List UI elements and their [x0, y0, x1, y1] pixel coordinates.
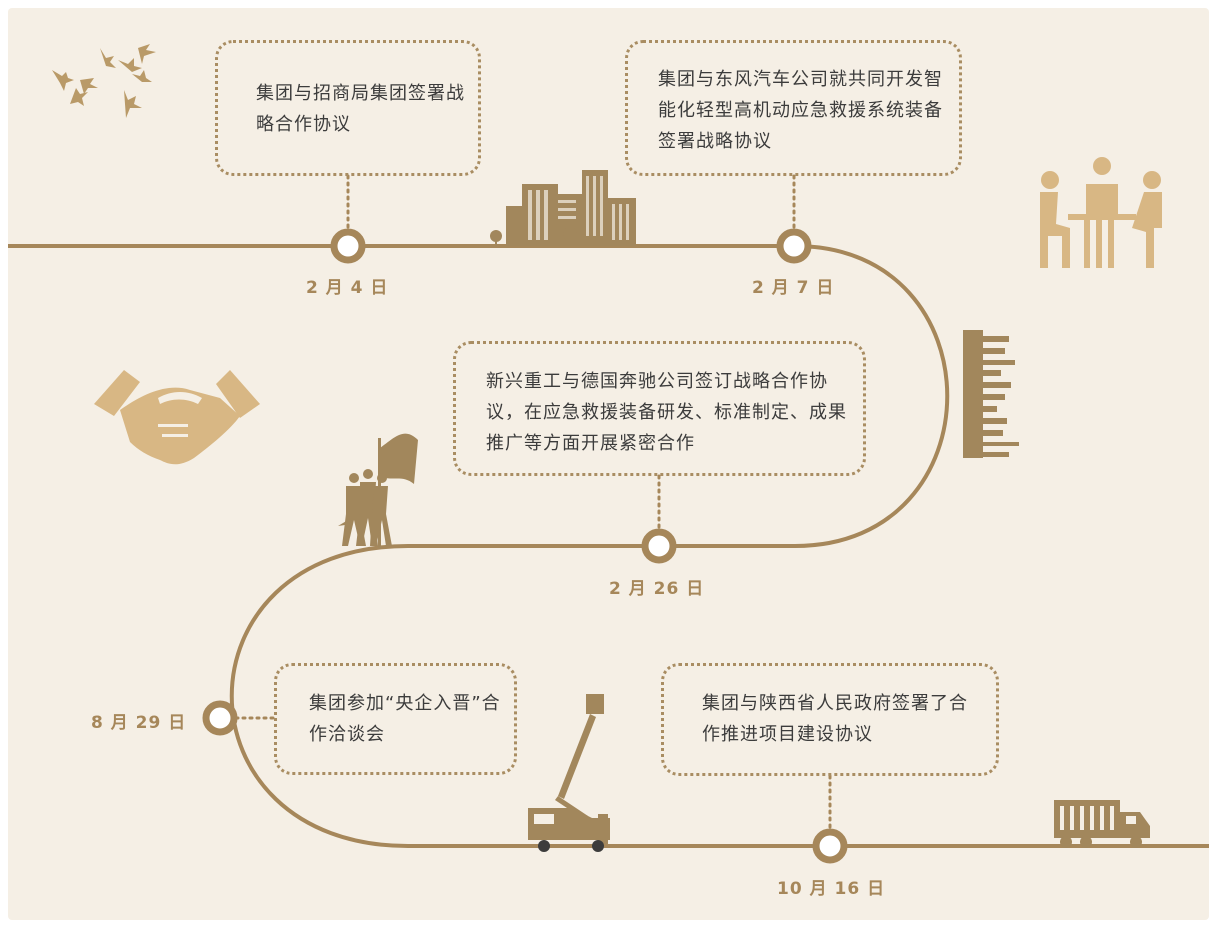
- milestone-card-feb-7: 集团与东风汽车公司就共同开发智能化轻型高机动应急救援系统装备签署战略协议: [625, 40, 962, 176]
- node-feb-7: [776, 228, 812, 264]
- milestone-card-oct-16: 集团与陕西省人民政府签署了合作推进项目建设协议: [661, 663, 999, 776]
- milestone-text: 集团与招商局集团签署战略合作协议: [256, 83, 465, 135]
- delivery-truck-icon: [1054, 800, 1150, 848]
- milestone-card-aug-29: 集团参加“央企入晋”合作洽谈会: [274, 663, 517, 775]
- handshake-icon: [94, 370, 260, 465]
- meeting-icon: [1040, 157, 1162, 268]
- timeline-nodes: [202, 228, 848, 864]
- timeline-path: [8, 174, 1209, 848]
- milestone-card-feb-4: 集团与招商局集团签署战略合作协议: [215, 40, 481, 176]
- birds-icon: [52, 44, 156, 118]
- aerial-lift-truck-icon: [528, 694, 610, 852]
- skyline-icon: [963, 330, 1019, 458]
- date-label-oct-16: 10 月 16 日: [777, 879, 886, 899]
- node-aug-29: [202, 700, 238, 736]
- milestone-text: 集团与东风汽车公司就共同开发智能化轻型高机动应急救援系统装备签署战略协议: [658, 69, 943, 152]
- milestone-text: 新兴重工与德国奔驰公司签订战略合作协议，在应急救援装备研发、标准制定、成果推广等…: [486, 371, 847, 454]
- milestone-text: 集团与陕西省人民政府签署了合作推进项目建设协议: [702, 693, 968, 745]
- date-label-aug-29: 8 月 29 日: [91, 713, 187, 733]
- node-feb-26: [641, 528, 677, 564]
- city-buildings-icon: [490, 170, 636, 246]
- date-label-feb-26: 2 月 26 日: [609, 579, 705, 599]
- date-label-feb-4: 2 月 4 日: [306, 278, 389, 298]
- timeline-canvas: 集团与招商局集团签署战略合作协议 集团与东风汽车公司就共同开发智能化轻型高机动应…: [8, 8, 1209, 920]
- node-feb-4: [330, 228, 366, 264]
- milestone-card-feb-26: 新兴重工与德国奔驰公司签订战略合作协议，在应急救援装备研发、标准制定、成果推广等…: [453, 341, 866, 476]
- milestone-text: 集团参加“央企入晋”合作洽谈会: [309, 693, 501, 745]
- flag-soldiers-icon: [338, 433, 418, 548]
- node-oct-16: [812, 828, 848, 864]
- date-label-feb-7: 2 月 7 日: [752, 278, 835, 298]
